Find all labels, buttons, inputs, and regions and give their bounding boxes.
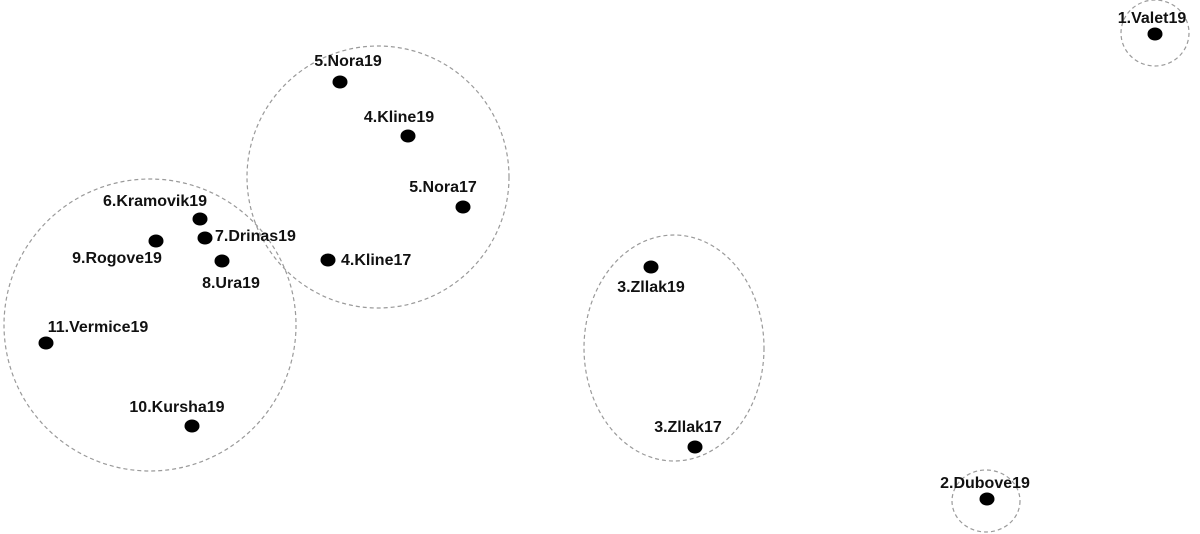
label-2-dubove19: 2.Dubove19: [940, 475, 1030, 492]
point-10-kursha19: [184, 419, 200, 433]
label-3-zllak19: 3.Zllak19: [617, 279, 685, 296]
point-5-nora17: [455, 200, 471, 214]
point-11-vermice19: [38, 336, 54, 350]
label-6-kramovik19: 6.Kramovik19: [103, 193, 207, 210]
point-3-zllak17: [687, 440, 703, 454]
cluster-outline-2: [951, 469, 1021, 533]
point-labels: 1.Valet19 2.Dubove19 3.Zllak19 3.Zllak17 4.K…: [48, 10, 1187, 492]
cluster-outlines: [3, 0, 1190, 533]
label-9-rogove19: 9.Rogove19: [72, 250, 162, 267]
point-5-nora19: [332, 75, 348, 89]
label-10-kursha19: 10.Kursha19: [129, 399, 224, 416]
cluster-outline-4: [246, 45, 510, 309]
label-4-kline17: 4.Kline17: [341, 252, 411, 269]
point-6-kramovik19: [192, 212, 208, 226]
label-4-kline19: 4.Kline19: [364, 109, 434, 126]
point-4-kline19: [400, 129, 416, 143]
label-5-nora17: 5.Nora17: [409, 179, 477, 196]
point-4-kline17: [320, 253, 336, 267]
label-5-nora19: 5.Nora19: [314, 53, 382, 70]
label-11-vermice19: 11.Vermice19: [48, 319, 149, 336]
point-9-rogove19: [148, 234, 164, 248]
point-7-drinas19: [197, 231, 213, 245]
cluster-outline-1: [1120, 0, 1190, 67]
data-points: [38, 27, 1163, 506]
cluster-outline-3: [583, 234, 765, 462]
point-8-ura19: [214, 254, 230, 268]
point-2-dubove19: [979, 492, 995, 506]
label-7-drinas19: 7.Drinas19: [215, 228, 296, 245]
label-3-zllak17: 3.Zllak17: [654, 419, 722, 436]
point-1-valet19: [1147, 27, 1163, 41]
label-1-valet19: 1.Valet19: [1118, 10, 1187, 27]
label-8-ura19: 8.Ura19: [202, 275, 260, 292]
point-3-zllak19: [643, 260, 659, 274]
cluster-outline-5: [3, 178, 297, 472]
